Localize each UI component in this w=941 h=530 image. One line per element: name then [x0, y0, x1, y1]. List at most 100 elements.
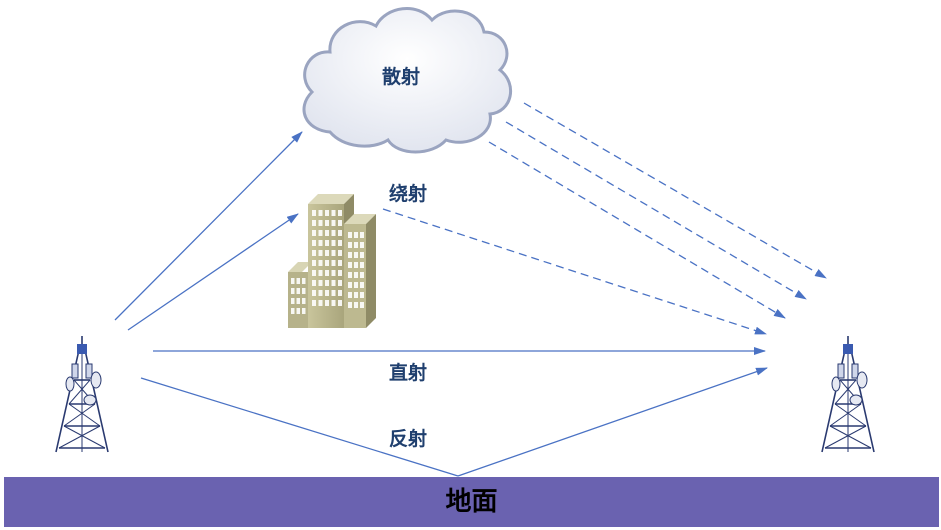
- building-window: [312, 270, 316, 276]
- building-window: [360, 232, 364, 238]
- building-window: [325, 290, 329, 296]
- building-window: [354, 242, 358, 248]
- building-window: [360, 252, 364, 258]
- building-icon: [288, 194, 376, 328]
- building-window: [338, 280, 342, 286]
- building-window: [302, 298, 306, 304]
- building-window: [348, 302, 352, 308]
- radio-tower-icon: [55, 336, 109, 453]
- building-window: [331, 250, 336, 256]
- diffraction-label: 绕射: [389, 183, 428, 205]
- building-window: [338, 250, 342, 256]
- building-window: [338, 290, 342, 296]
- building-window: [331, 290, 336, 296]
- building-window: [325, 260, 329, 266]
- building-window: [348, 232, 352, 238]
- building-window: [348, 282, 352, 288]
- building-window: [302, 308, 306, 314]
- building-window: [302, 278, 306, 284]
- direct-label: 直射: [389, 362, 428, 384]
- scatter-ray-1: [523, 102, 827, 279]
- building-window: [360, 262, 364, 268]
- building-window: [318, 220, 323, 226]
- building-window: [296, 288, 300, 294]
- building-window: [291, 288, 295, 294]
- building-window: [338, 210, 342, 216]
- building-window: [302, 288, 306, 294]
- diffraction-ray: [382, 208, 767, 335]
- building-window: [296, 298, 300, 304]
- reflection-label: 反射: [389, 428, 428, 450]
- building-window: [338, 240, 342, 246]
- scatter-ray-3: [488, 141, 786, 319]
- building-window: [331, 280, 336, 286]
- building-window: [348, 242, 352, 248]
- building-window: [360, 242, 364, 248]
- building-window: [312, 220, 316, 226]
- building-window: [296, 308, 300, 314]
- building-window: [348, 252, 352, 258]
- building-window: [312, 290, 316, 296]
- dashed-rays: [382, 102, 827, 335]
- building-window: [325, 250, 329, 256]
- cloud-icon: [302, 7, 512, 154]
- building-window: [354, 282, 358, 288]
- building-window: [325, 220, 329, 226]
- building-window: [354, 272, 358, 278]
- building-window: [338, 270, 342, 276]
- scatter-ray-2: [505, 121, 807, 300]
- building-window: [360, 272, 364, 278]
- building-window: [318, 270, 323, 276]
- building-window: [331, 270, 336, 276]
- building-window: [348, 262, 352, 268]
- building-window: [318, 240, 323, 246]
- building-window: [325, 270, 329, 276]
- building-window: [318, 260, 323, 266]
- building-window: [331, 300, 336, 306]
- building-window: [331, 240, 336, 246]
- radio-tower-icon: [821, 336, 875, 453]
- building-window: [312, 250, 316, 256]
- building-window: [325, 230, 329, 236]
- diffraction-incident-ray: [127, 213, 299, 331]
- building-window: [325, 280, 329, 286]
- building-window: [354, 252, 358, 258]
- building-window: [325, 210, 329, 216]
- building-window: [318, 210, 323, 216]
- building-window: [318, 300, 323, 306]
- building-window: [360, 282, 364, 288]
- scatter-incident-ray: [114, 131, 303, 321]
- building-window: [360, 302, 364, 308]
- building-window: [331, 230, 336, 236]
- building-window: [325, 300, 329, 306]
- building-window: [318, 280, 323, 286]
- reflection-incident-ray: [140, 377, 459, 477]
- building-window: [291, 278, 295, 284]
- building-window: [354, 292, 358, 298]
- ground-label: 地面: [445, 487, 498, 517]
- building-window: [338, 300, 342, 306]
- building-window: [312, 280, 316, 286]
- building-window: [338, 230, 342, 236]
- building-window: [325, 240, 329, 246]
- building-window: [331, 260, 336, 266]
- building-window: [312, 260, 316, 266]
- building-window: [354, 262, 358, 268]
- building-window: [318, 250, 323, 256]
- building-window: [312, 240, 316, 246]
- ground-bar: 地面: [4, 477, 939, 527]
- building-window: [331, 210, 336, 216]
- building-window: [312, 300, 316, 306]
- building-window: [331, 220, 336, 226]
- scatter-label: 散射: [382, 66, 421, 88]
- building-window: [348, 272, 352, 278]
- building-window: [318, 230, 323, 236]
- building-window: [354, 302, 358, 308]
- building-window: [312, 210, 316, 216]
- building-window: [312, 230, 316, 236]
- building-window: [360, 292, 364, 298]
- building-window: [291, 298, 295, 304]
- building-window: [338, 220, 342, 226]
